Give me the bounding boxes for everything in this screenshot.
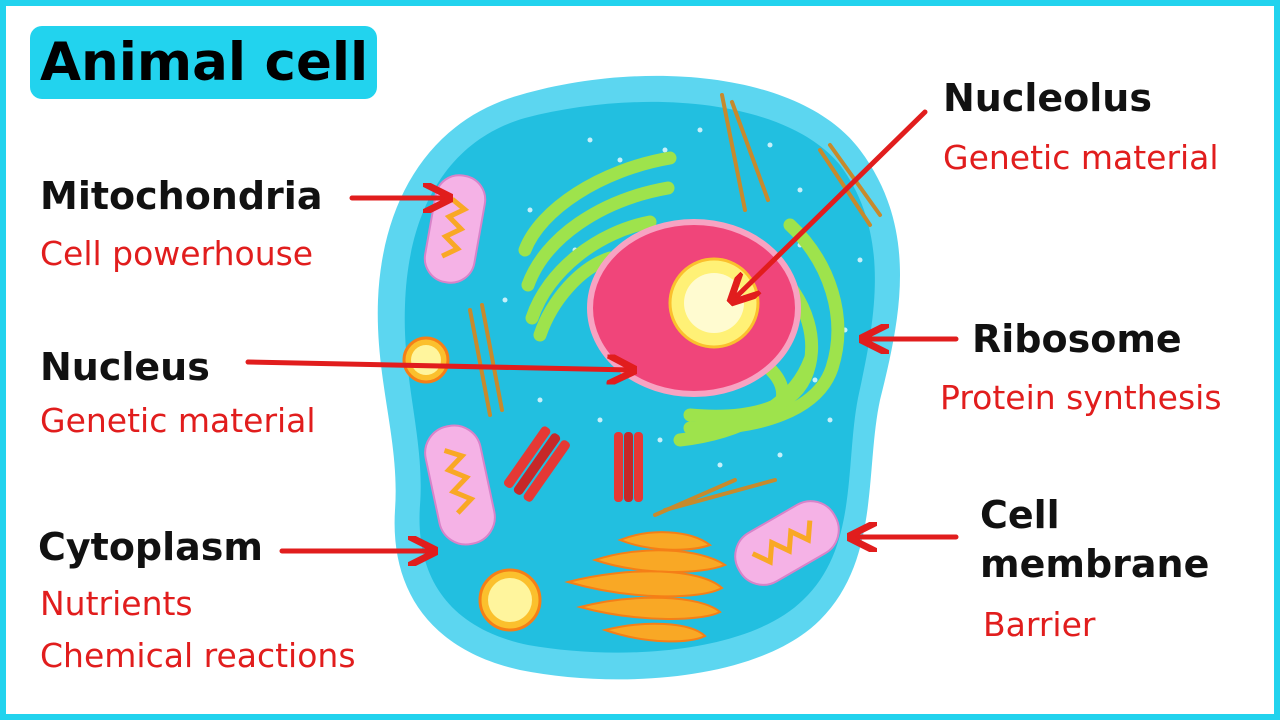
desc-ribosome: Protein synthesis [940, 378, 1222, 417]
label-nucleolus: Nucleolus [943, 76, 1152, 120]
arrow-nucleolus [733, 109, 928, 300]
vesicle-left-inner [411, 345, 441, 375]
label-mitochondria: Mitochondria [40, 174, 323, 218]
pointer-arrows [245, 109, 959, 551]
vesicle-bottom-inner [488, 578, 532, 622]
centriole-left [503, 426, 570, 502]
title-background [30, 26, 377, 99]
mitochondrion-right [734, 500, 840, 586]
golgi-apparatus [564, 531, 728, 643]
centriole-right [614, 432, 643, 502]
label-cell-membrane-1: Cell [980, 493, 1060, 537]
arrow-nucleus [245, 362, 632, 370]
nucleolus-core [684, 273, 744, 333]
desc-cytoplasm-1: Nutrients [40, 584, 193, 623]
endoplasmic-reticulum-left [518, 151, 677, 342]
desc-cytoplasm-2: Chemical reactions [40, 636, 356, 675]
diagram-title: Animal cell [40, 32, 369, 93]
label-cell-membrane-2: membrane [980, 542, 1210, 586]
label-cytoplasm: Cytoplasm [38, 525, 264, 569]
mitochondrion-left [424, 424, 496, 546]
label-ribosome: Ribosome [972, 317, 1182, 361]
desc-nucleolus: Genetic material [943, 138, 1219, 177]
desc-nucleus: Genetic material [40, 401, 316, 440]
label-nucleus: Nucleus [40, 345, 210, 389]
desc-cell-membrane: Barrier [983, 605, 1096, 644]
desc-mitochondria: Cell powerhouse [40, 234, 314, 273]
